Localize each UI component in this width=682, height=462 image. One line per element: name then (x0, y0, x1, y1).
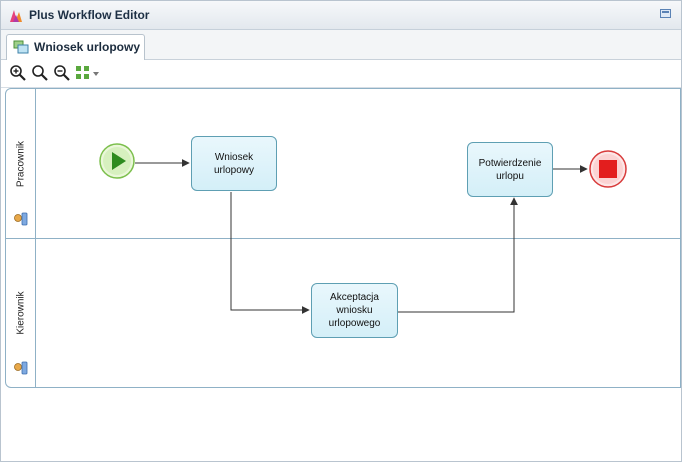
zoom-actual-icon[interactable] (31, 64, 49, 82)
lane-header: Pracownik (6, 89, 36, 238)
maximize-button[interactable] (660, 9, 671, 18)
lane-label: Kierownik (15, 291, 26, 335)
stop-icon (599, 160, 617, 178)
window-title: Plus Workflow Editor (29, 8, 150, 22)
task-potwierdzenie-urlopu[interactable]: Potwierdzenie urlopu (467, 142, 553, 197)
workflow-icon (13, 40, 29, 54)
end-event[interactable] (588, 149, 628, 189)
fit-view-icon[interactable] (75, 64, 101, 82)
play-icon (112, 152, 126, 170)
tab-bar: Wniosek urlopowy (1, 30, 681, 60)
task-akceptacja-wniosku[interactable]: Akceptacja wniosku urlopowego (311, 283, 398, 338)
zoom-in-icon[interactable] (9, 64, 27, 82)
task-label: Akceptacja wniosku urlopowego (328, 292, 381, 329)
toolbar (1, 60, 681, 88)
task-wniosek-urlopowy[interactable]: Wniosek urlopowy (191, 136, 277, 191)
start-event[interactable] (98, 142, 136, 180)
task-label: Potwierdzenie urlopu (478, 157, 542, 182)
title-bar: Plus Workflow Editor (1, 1, 681, 30)
person-icon (14, 361, 28, 375)
lane-label: Pracownik (15, 140, 26, 187)
lane-header: Kierownik (6, 239, 36, 387)
app-logo-icon (10, 10, 22, 22)
diagram-canvas[interactable]: Pracownik Kierownik (1, 88, 681, 461)
zoom-out-icon[interactable] (53, 64, 71, 82)
swimlane-kierownik[interactable]: Kierownik (5, 238, 681, 388)
tab-wniosek-urlopowy[interactable]: Wniosek urlopowy (6, 34, 145, 60)
task-label: Wniosek urlopowy (213, 151, 255, 176)
tab-label: Wniosek urlopowy (34, 40, 141, 54)
person-icon (14, 212, 28, 226)
